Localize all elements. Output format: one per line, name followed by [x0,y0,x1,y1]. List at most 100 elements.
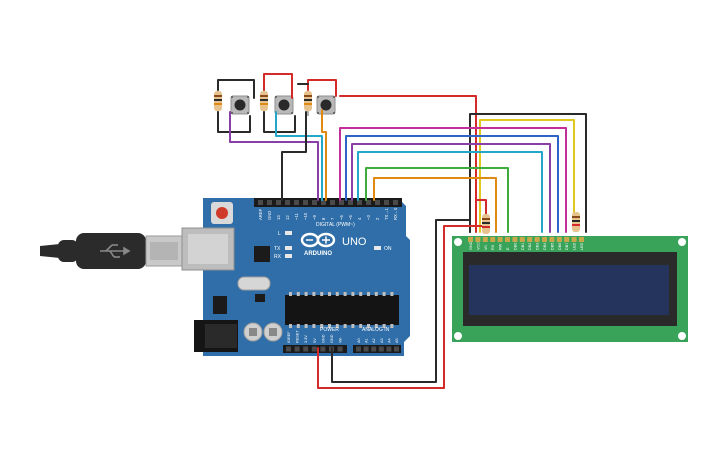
analog-pin[interactable] [363,346,369,352]
digital-pin[interactable] [393,200,398,205]
power-pin[interactable] [294,346,300,352]
lcd-pin[interactable] [542,237,547,242]
lcd-pin[interactable] [564,237,570,242]
wire-button-bus-2 [263,73,293,99]
arduino-logo: ARDUINO UNO [300,232,367,257]
wires [217,73,587,389]
digital-pin-label: 4 [357,217,362,220]
digital-header-label: DIGITAL (PWM~) [316,222,355,228]
lcd-pin[interactable] [505,237,510,242]
lcd-pin[interactable] [475,237,481,242]
lcd-pin[interactable] [549,237,555,242]
lcd-pin[interactable] [579,237,584,242]
digital-pin[interactable] [276,200,281,205]
digital-pin[interactable] [339,200,344,205]
wire-violet [351,143,551,233]
lcd-pin-label: RS [491,244,495,250]
lcd-screen [469,265,669,315]
lcd-pin[interactable] [527,237,533,242]
lcd-pin-label: DB0 [513,243,517,250]
digital-pin-label: 12 [285,215,290,220]
analog-pin-label: A2 [372,338,376,343]
lcd-pin-label: DB6 [558,243,562,250]
digital-pin[interactable] [348,200,353,205]
lcd-pin[interactable] [468,237,473,242]
digital-pin-label: ~6 [339,215,344,220]
push-button[interactable] [316,95,336,115]
lcd-resistor-2 [572,212,580,232]
digital-pin[interactable] [330,200,335,205]
digital-pin[interactable] [267,200,272,205]
lcd-resistor-1 [482,214,490,234]
power-pin-label: 5V [313,338,317,343]
analog-pin[interactable] [386,346,392,352]
analog-pin[interactable] [371,346,377,352]
digital-pin[interactable] [375,200,380,205]
power-pin[interactable] [303,346,309,352]
digital-pin-label: 8 [321,217,326,220]
push-button[interactable] [230,95,250,115]
power-header-label: POWER [320,327,339,333]
led-label-on: ON [384,246,392,252]
wire-purple [229,111,319,201]
lcd-pin[interactable] [482,237,488,242]
lcd-pin[interactable] [534,237,540,242]
power-pin[interactable] [337,346,343,352]
lcd-pin[interactable] [556,237,562,242]
digital-pin-label: 7 [330,217,335,220]
lcd-pin[interactable] [512,237,518,242]
digital-pin-label: AREF [258,208,263,220]
digital-pin-label: ~3 [366,215,371,220]
digital-pin-label: ~9 [312,215,317,220]
lcd-pin[interactable] [490,237,496,242]
lcd-pin[interactable] [519,237,525,242]
digital-pin[interactable] [312,200,317,205]
analog-pin-label: A0 [357,338,361,343]
led-label-l: L [278,231,281,237]
digital-pin-label: 2 [375,217,380,220]
model-label: UNO [342,236,367,248]
wire-blue [345,135,559,233]
power-pin-label: IOREF [287,331,291,343]
digital-pin[interactable] [357,200,362,205]
digital-pin[interactable] [258,200,263,205]
power-pin-label: GND [330,334,334,343]
arduino-uno-board[interactable]: L TX RX ON ARDUINO UNO AREF GND 13 12 ~11 ~10… [181,198,410,356]
analog-header [353,345,401,353]
digital-pin[interactable] [321,200,326,205]
lcd-pin[interactable] [571,237,577,242]
power-pin-label: GND [321,334,325,343]
lcd-pin[interactable] [497,237,503,242]
analog-pin[interactable] [356,346,361,352]
digital-pin-label: ~10 [303,212,308,220]
digital-pin[interactable] [384,200,389,205]
brand-label: ARDUINO [304,251,332,257]
wire-button-bus-1 [217,79,255,99]
wire-button-gnd-b [263,111,296,133]
wire-black-gnd [281,125,307,201]
wire-cyan-2 [357,151,543,233]
digital-pin-label: ~11 [294,213,299,220]
digital-pin[interactable] [285,200,290,205]
analog-header-label: ANALOG IN [362,327,390,333]
power-pin[interactable] [311,346,317,352]
analog-pin-label: A5 [395,338,399,343]
power-pin[interactable] [320,346,326,352]
pull-down-resistor [304,86,312,116]
digital-pin-label: 13 [276,215,281,220]
wire-orange-2 [373,177,497,233]
digital-pin[interactable] [366,200,371,205]
power-pin[interactable] [286,346,291,352]
status-leds: L TX RX ON [274,231,392,260]
usb-icon [100,244,131,258]
digital-pin-label: ~5 [348,215,353,220]
digital-pin[interactable] [294,200,299,205]
digital-pin[interactable] [303,200,308,205]
push-button[interactable] [274,95,294,115]
analog-pin-label: A3 [380,338,384,343]
analog-pin[interactable] [394,346,399,352]
usb-cable [40,233,183,269]
analog-pin[interactable] [378,346,384,352]
